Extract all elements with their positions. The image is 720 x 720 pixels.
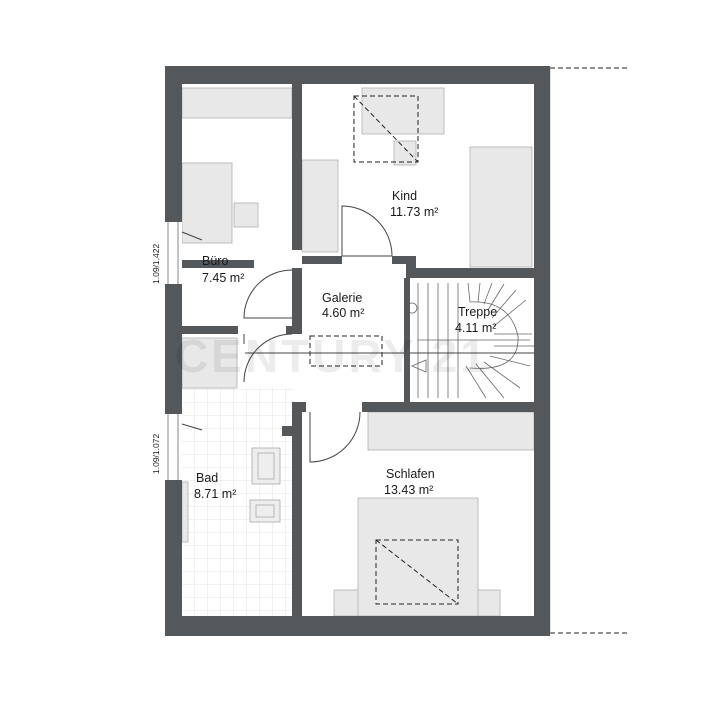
room-name-bad: Bad [196,471,218,485]
doors [181,205,393,463]
room-area-bad: 8.71 m² [194,487,236,501]
walls [165,66,550,636]
watermark: CENTURY 21 [175,330,489,382]
room-area-treppe: 4.11 m² [455,321,496,335]
room-name-kind: Kind [392,189,417,203]
room-name-buero: Büro [202,254,228,268]
room-area-kind: 11.73 m² [390,205,438,219]
room-area-galerie: 4.60 m² [322,306,364,320]
room-area-buero: 7.45 m² [202,271,244,285]
room-name-galerie: Galerie [322,291,362,305]
room-area-schlafen: 13.43 m² [384,483,433,497]
window-label-lower: 1.09/1.072 [151,434,161,474]
room-name-treppe: Treppe [458,305,497,319]
galerie-void-outline [309,335,383,367]
windows [165,222,182,480]
window-label-upper: 1.09/1.422 [151,244,161,284]
staircase [406,280,538,402]
room-name-schlafen: Schlafen [386,467,435,481]
